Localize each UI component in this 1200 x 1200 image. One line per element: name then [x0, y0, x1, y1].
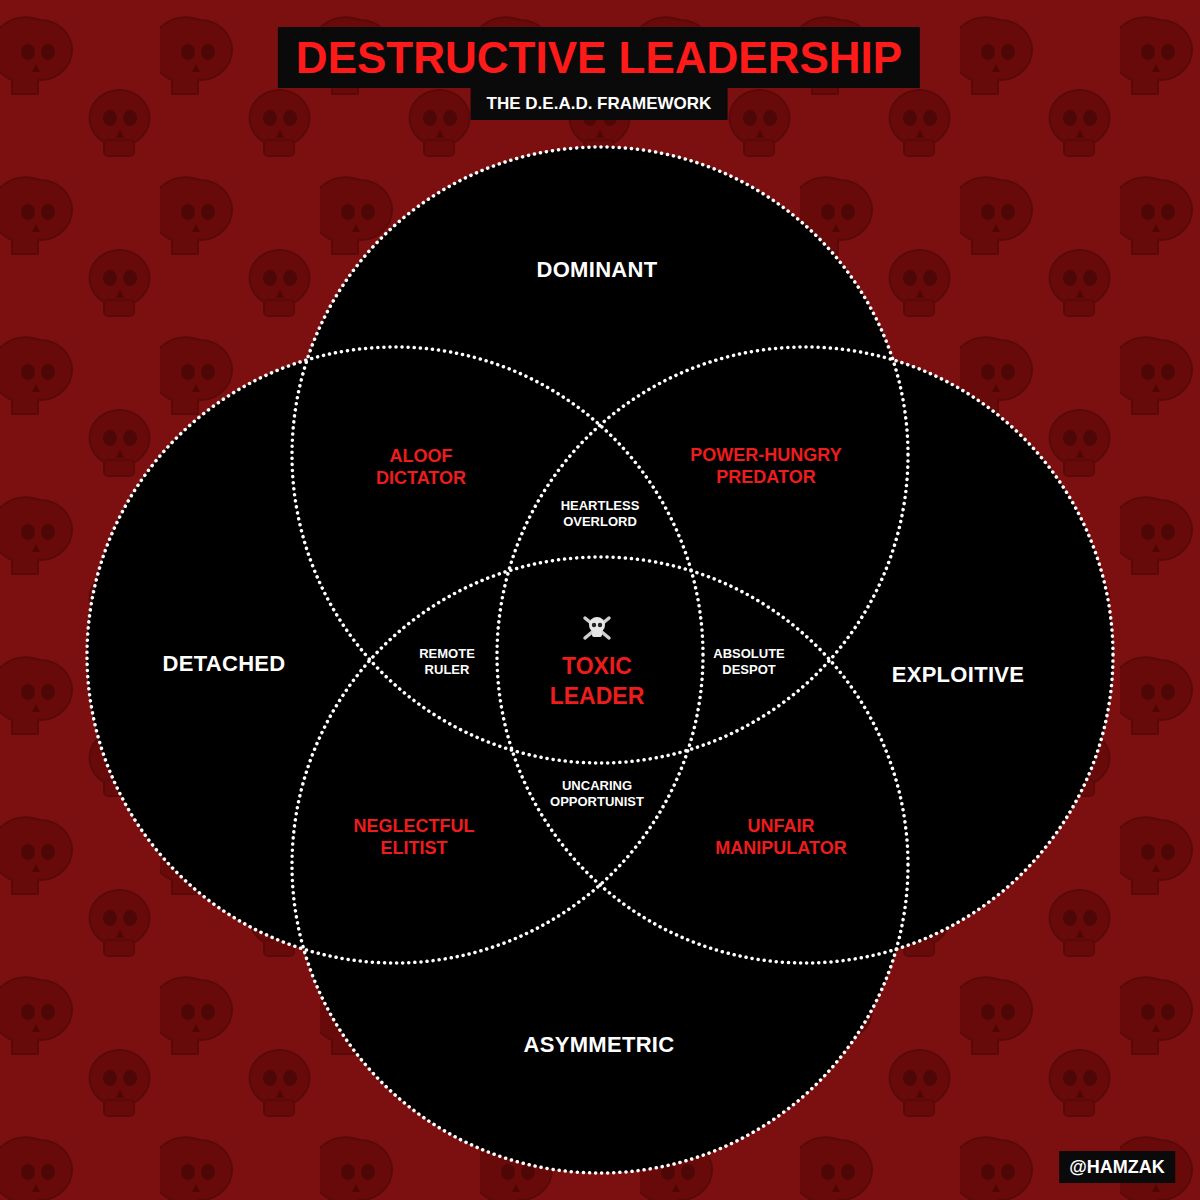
circle-label: ASYMMETRIC: [524, 1032, 675, 1058]
watermark: @HAMZAK: [1059, 1151, 1175, 1183]
circle-label: EXPLOITIVE: [892, 662, 1025, 688]
circle-label: DOMINANT: [537, 257, 658, 283]
region-label: POWER-HUNGRY PREDATOR: [684, 445, 849, 489]
asymmetric-circle: ASYMMETRIC: [292, 557, 908, 1173]
region-label: ABSOLUTE DESPOT: [705, 646, 793, 678]
dotted-outline: [87, 347, 703, 963]
skull-icon: [585, 617, 609, 638]
circle-outline: [292, 557, 908, 1173]
region-label: UNCARING OPPORTUNIST: [543, 778, 651, 810]
venn-fill: [87, 147, 1113, 1173]
circle-label: DETACHED: [163, 651, 286, 677]
dotted-outline: [497, 347, 1113, 963]
subtitle-box: THE D.E.A.D. FRAMEWORK: [471, 88, 728, 120]
title-box: DESTRUCTIVE LEADERSHIP: [278, 27, 920, 88]
region-label: HEARTLESS OVERLORD: [554, 498, 646, 530]
region-label: REMOTE RULER: [411, 646, 483, 678]
region-label: ALOOF DICTATOR: [361, 446, 481, 490]
dotted-outline: [292, 557, 908, 1173]
region-label: UNFAIR MANIPULATOR: [709, 816, 854, 860]
dotted-outline: [292, 147, 908, 763]
center-label: TOXIC LEADER: [547, 652, 647, 712]
region-label: NEGLECTFUL ELITIST: [347, 816, 482, 860]
